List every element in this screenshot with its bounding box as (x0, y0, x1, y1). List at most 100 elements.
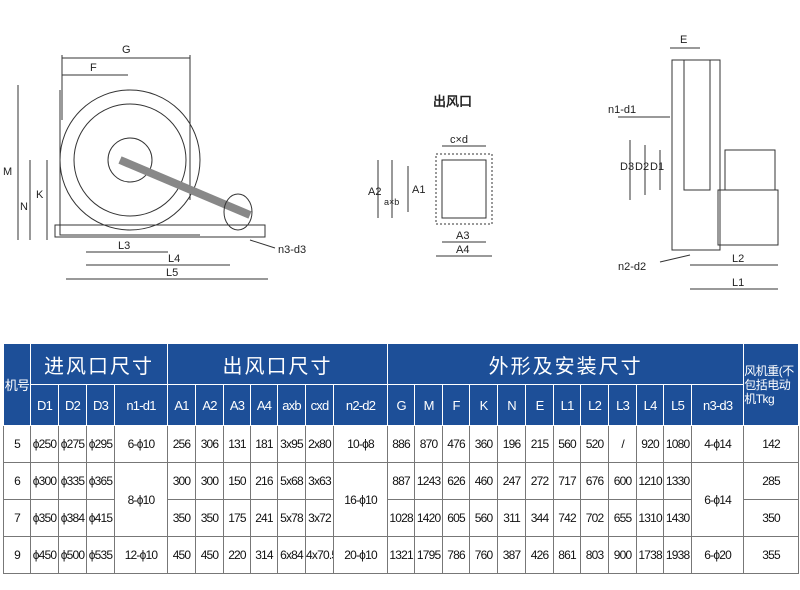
column-header: L5 (663, 384, 693, 426)
label-L4: L4 (168, 253, 180, 265)
cell-g: 1321 (387, 536, 416, 574)
column-header: L2 (580, 384, 610, 426)
cell-d1: ϕ250 (30, 425, 59, 463)
cell-e: 344 (525, 499, 555, 537)
cell-l3: / (608, 425, 638, 463)
label-N: N (20, 201, 28, 213)
cell-n2d2: 10-ϕ8 (332, 425, 389, 463)
cell-axb: 5x78 (277, 499, 306, 537)
label-D2: D2 (635, 161, 649, 173)
cell-l5: 1330 (663, 462, 693, 500)
cell-a1: 450 (167, 536, 196, 574)
column-header: L1 (553, 384, 582, 426)
cell-g: 887 (387, 462, 416, 500)
cell-l1: 560 (553, 425, 582, 463)
cell-a3: 150 (223, 462, 251, 500)
cell-a4: 181 (250, 425, 278, 463)
cell-cxd: 2x80 (305, 425, 334, 463)
header-weight: 风机重(不包括电动机Tkg (743, 343, 799, 426)
cell-l4: 1310 (636, 499, 665, 537)
cell-d3: ϕ535 (86, 536, 115, 574)
column-header: N (497, 384, 527, 426)
column-header: A2 (195, 384, 224, 426)
label-D1: D1 (650, 161, 664, 173)
cell-a2: 450 (195, 536, 224, 574)
cell-l3: 900 (608, 536, 638, 574)
cell-model: 6 (3, 462, 31, 500)
cell-m: 1795 (414, 536, 444, 574)
cell-l1: 742 (553, 499, 582, 537)
cell-a3: 131 (223, 425, 251, 463)
cell-f: 605 (442, 499, 471, 537)
cell-axb: 5x68 (277, 462, 306, 500)
cell-l3: 600 (608, 462, 638, 500)
cell-axb: 3x95 (277, 425, 306, 463)
header-install: 外形及安装尺寸 (387, 343, 745, 385)
cell-l2: 803 (580, 536, 610, 574)
label-G: G (122, 44, 131, 56)
cell-g: 886 (387, 425, 416, 463)
label-n3-d3: n3-d3 (278, 244, 306, 256)
cell-cxd: 3x63 (305, 462, 334, 500)
label-L5: L5 (166, 267, 178, 279)
cell-model: 9 (3, 536, 31, 574)
cell-weight: 142 (743, 425, 799, 463)
cell-e: 215 (525, 425, 555, 463)
cell-e: 272 (525, 462, 555, 500)
label-M: M (3, 166, 12, 178)
header-inlet: 进风口尺寸 (30, 343, 168, 385)
cell-d1: ϕ350 (30, 499, 59, 537)
cell-l4: 1210 (636, 462, 665, 500)
label-A3: A3 (456, 230, 469, 242)
side-view-drawing: E n1-d1 D3 D2 D1 L2 L1 n2-d2 (608, 34, 779, 290)
cell-l2: 520 (580, 425, 610, 463)
cell-d2: ϕ500 (58, 536, 87, 574)
cell-m: 1420 (414, 499, 444, 537)
cell-m: 870 (414, 425, 444, 463)
cell-cxd: 4x70.5 (305, 536, 334, 574)
cell-l2: 702 (580, 499, 610, 537)
cell-n2d2: 16-ϕ10 (332, 462, 389, 537)
column-header: axb (277, 384, 306, 426)
cell-a1: 300 (167, 462, 196, 500)
label-D3: D3 (620, 161, 634, 173)
cell-a3: 220 (223, 536, 251, 574)
cell-l5: 1938 (663, 536, 693, 574)
cell-d2: ϕ335 (58, 462, 87, 500)
cell-f: 786 (442, 536, 471, 574)
cell-n3d3: 6-ϕ20 (691, 536, 745, 574)
column-header: n3-d3 (691, 384, 745, 426)
cell-a4: 241 (250, 499, 278, 537)
cell-l2: 676 (580, 462, 610, 500)
cell-model: 5 (3, 425, 31, 463)
cell-k: 560 (469, 499, 499, 537)
cell-l4: 1738 (636, 536, 665, 574)
cell-k: 360 (469, 425, 499, 463)
cell-n: 387 (497, 536, 527, 574)
cell-n1d1: 12-ϕ10 (114, 536, 168, 574)
outlet-title: 出风口 (433, 94, 472, 109)
cell-n1d1: 6-ϕ10 (114, 425, 168, 463)
cell-a1: 256 (167, 425, 196, 463)
cell-a2: 300 (195, 462, 224, 500)
cell-n2d2: 20-ϕ10 (332, 536, 389, 574)
cell-g: 1028 (387, 499, 416, 537)
label-A4: A4 (456, 244, 469, 256)
column-header: D2 (58, 384, 87, 426)
label-n1-d1: n1-d1 (608, 104, 636, 116)
fan-drawings: G F M N K L3 L4 L5 n3-d3 出风口 c×d A2 a×b … (3, 34, 779, 290)
label-L2: L2 (732, 253, 744, 265)
header-model: 机号 (3, 343, 31, 426)
column-header: n1-d1 (114, 384, 168, 426)
cell-n: 311 (497, 499, 527, 537)
cell-l1: 861 (553, 536, 582, 574)
label-axb: a×b (384, 197, 399, 207)
cell-a3: 175 (223, 499, 251, 537)
cell-d2: ϕ275 (58, 425, 87, 463)
cell-l4: 920 (636, 425, 665, 463)
cell-l5: 1430 (663, 499, 693, 537)
cell-cxd: 3x72 (305, 499, 334, 537)
